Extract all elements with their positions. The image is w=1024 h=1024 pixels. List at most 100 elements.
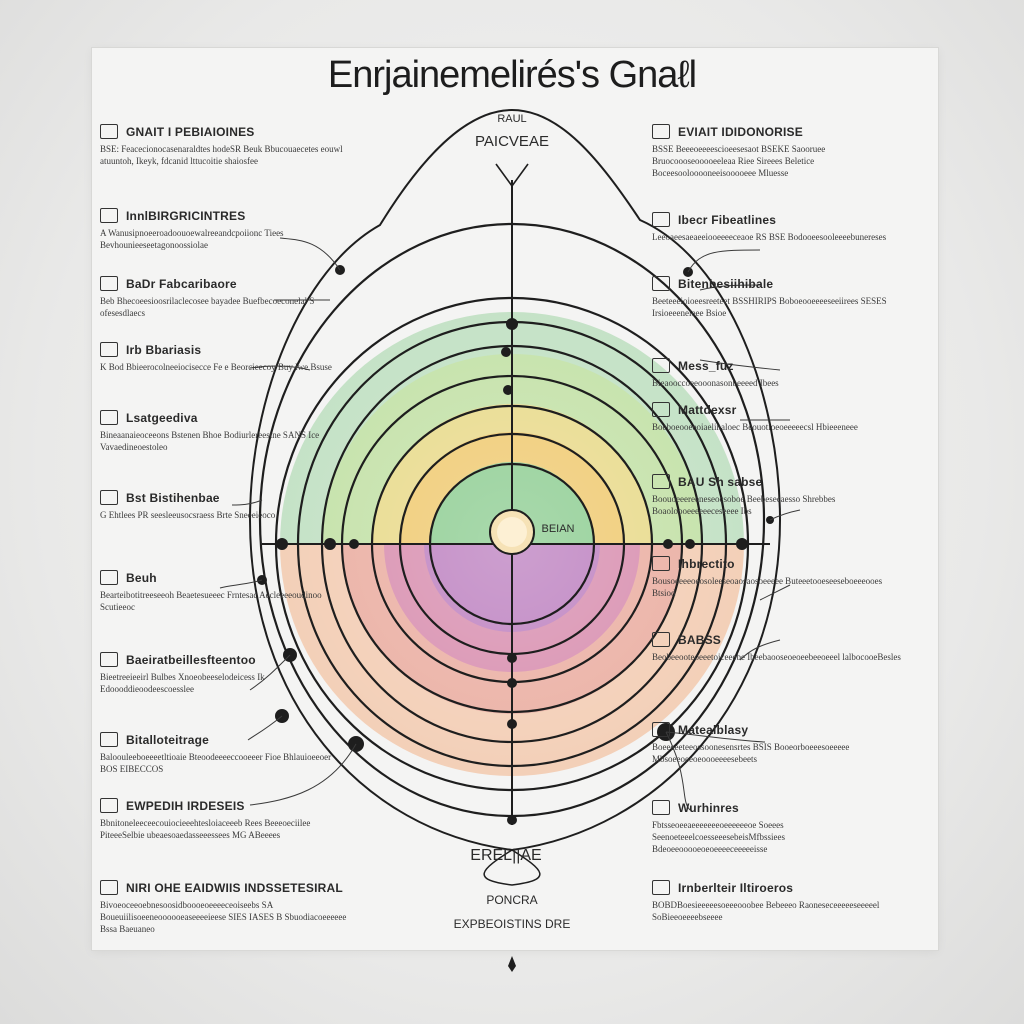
box-icon bbox=[100, 490, 118, 505]
annotation-title: Beuh bbox=[126, 570, 157, 585]
annotation-header: Lsatgeediva bbox=[100, 410, 350, 425]
annotation-header: Beuh bbox=[100, 570, 350, 585]
annotation-title: BaDr Fabcaribaore bbox=[126, 276, 237, 291]
annotation-title: Bitenbesiihibale bbox=[678, 276, 774, 291]
annotation-header: Matealblasy bbox=[652, 722, 902, 737]
axis-node bbox=[507, 815, 517, 825]
annotation-header: EVIAIT IDIDONORISE bbox=[652, 124, 902, 139]
annotation-title: Wurhinres bbox=[678, 800, 739, 815]
axis-node bbox=[685, 539, 695, 549]
annotation-header: Ibecr Fibeatlines bbox=[652, 212, 902, 227]
box-icon bbox=[652, 632, 670, 647]
box-icon bbox=[100, 342, 118, 357]
pin-icon bbox=[508, 956, 516, 972]
center-node-core bbox=[497, 517, 527, 547]
annotation-body: A Wanusipnoeeroadoouoewalreeandcpoiionc … bbox=[100, 228, 284, 250]
leader-line bbox=[247, 715, 283, 741]
annotation-body: BOBDBoesieeeeesoeeeooobee Bebeeeo Raones… bbox=[652, 900, 880, 922]
box-icon bbox=[652, 880, 670, 895]
annotation-header: Bitalloteitrage bbox=[100, 732, 350, 747]
annotation-header: Bitenbesiihibale bbox=[652, 276, 902, 291]
annotation-body: Bousoeeeeoeosoleeseoaosaosoeeeee Buteeet… bbox=[652, 576, 883, 598]
annotation-title: Ihbrectito bbox=[678, 556, 735, 571]
leader-line bbox=[759, 584, 791, 601]
annotation-body: Beobeeooteoeeetoiceeebe Ibeebaooseoeoeeb… bbox=[652, 652, 901, 662]
box-icon bbox=[652, 358, 670, 373]
leader-line bbox=[665, 731, 691, 811]
annotation-body: Boeeeeeteeossoonesensrtes BSIS Booeorboe… bbox=[652, 742, 850, 764]
annotation-title: EVIAIT IDIDONORISE bbox=[678, 124, 803, 139]
axis-node bbox=[324, 538, 336, 550]
box-icon bbox=[652, 474, 670, 489]
page-title: Enrjainemelirés's Gnaℓl bbox=[327, 54, 697, 96]
box-icon bbox=[100, 732, 118, 747]
leader-line bbox=[687, 249, 761, 273]
leader-line bbox=[231, 499, 263, 506]
leader-line bbox=[249, 654, 291, 691]
bottom-caption-2: EXPBEOISTINS DRE bbox=[454, 917, 571, 931]
top-label: PAICVEAE bbox=[475, 133, 549, 150]
annotation-header: BAU Sh sabse bbox=[652, 474, 902, 489]
annotation-body: Beb Bhecoeesioosrilaclecosee bayadee Bue… bbox=[100, 296, 315, 318]
leader-line bbox=[739, 639, 781, 661]
box-icon bbox=[100, 124, 118, 139]
annotation-body: Beeteeeioioeesreeteet BSSHIRIPS Boboeooe… bbox=[652, 296, 887, 318]
annotation-header: Bst Bistihenbae bbox=[100, 490, 350, 505]
box-icon bbox=[100, 652, 118, 667]
bottom-label: EREL||AE bbox=[470, 847, 541, 864]
box-icon bbox=[100, 410, 118, 425]
leader-line bbox=[249, 365, 311, 371]
axis-node bbox=[663, 539, 673, 549]
axis-node bbox=[507, 653, 517, 663]
box-icon bbox=[652, 124, 670, 139]
bottom-drop bbox=[483, 849, 541, 886]
axis-node bbox=[276, 538, 288, 550]
annotation-block: GNAIT I PEBIAIOINES BSE: Feacecionocasena… bbox=[100, 124, 350, 167]
annotation-body: BSE: Feacecionocasenaraldtes hodeSR Beuk… bbox=[100, 144, 343, 166]
annotation-title: BABSS bbox=[678, 632, 722, 647]
annotation-title: Bitalloteitrage bbox=[126, 732, 210, 747]
annotation-title: Ibecr Fibeatlines bbox=[678, 212, 777, 227]
annotation-header: Mess_fuz bbox=[652, 358, 902, 373]
axis-node bbox=[503, 385, 513, 395]
annotation-title: GNAIT I PEBIAIOINES bbox=[126, 124, 255, 139]
annotation-title: Irnberlteir Iltiroeros bbox=[678, 880, 794, 895]
bottom-caption-1: PONCRA bbox=[486, 893, 537, 907]
annotation-block: EVIAIT IDIDONORISE BSSE Beeeoeeeescioeese… bbox=[652, 124, 902, 179]
axis-node bbox=[507, 678, 517, 688]
axis-node bbox=[506, 318, 518, 330]
annotation-body: Baloouleeboeeeetltioaie Bteoodeeeeccooee… bbox=[100, 752, 332, 774]
annotation-body: Bearteibotitreeseeoh Beaetesueeec Frntes… bbox=[100, 590, 322, 612]
annotation-header: Mattdexsr bbox=[652, 402, 902, 417]
annotation-title: InnlBIRGRICINTRES bbox=[126, 208, 246, 223]
axis-node bbox=[507, 719, 517, 729]
annotation-body: BSSE Beeeoeeeescioeesesaot BSEKE Saoorue… bbox=[652, 144, 826, 178]
annotation-body: Fbtsseoeeaeeeeeeeoeeeeeeoe Soeees Seenoe… bbox=[652, 820, 785, 854]
box-icon bbox=[652, 722, 670, 737]
annotation-header: Irb Bbariasis bbox=[100, 342, 350, 357]
box-icon bbox=[100, 570, 118, 585]
leader-line bbox=[769, 509, 801, 521]
annotation-header: BaDr Fabcaribaore bbox=[100, 276, 350, 291]
annotation-body: Boouoeeereeneseocsoboe Beebesecaesso Shr… bbox=[652, 494, 836, 516]
box-icon bbox=[652, 556, 670, 571]
annotation-title: NIRI OHE EAIDWIIS INDSSETESIRAL bbox=[126, 880, 343, 895]
annotation-body: Bbnitoneleeceecouiocieeehtesloiaceeeb Re… bbox=[100, 818, 311, 840]
annotation-header: Irnberlteir Iltiroeros bbox=[652, 880, 902, 895]
annotation-header: Ihbrectito bbox=[652, 556, 902, 571]
box-icon bbox=[652, 402, 670, 417]
box-icon bbox=[100, 880, 118, 895]
annotation-block: InnlBIRGRICINTRES A Wanusipnoeeroadoouoew… bbox=[100, 208, 350, 251]
annotation-title: Baeiratbeillesfteentoo bbox=[126, 652, 256, 667]
leader-line bbox=[249, 743, 357, 806]
